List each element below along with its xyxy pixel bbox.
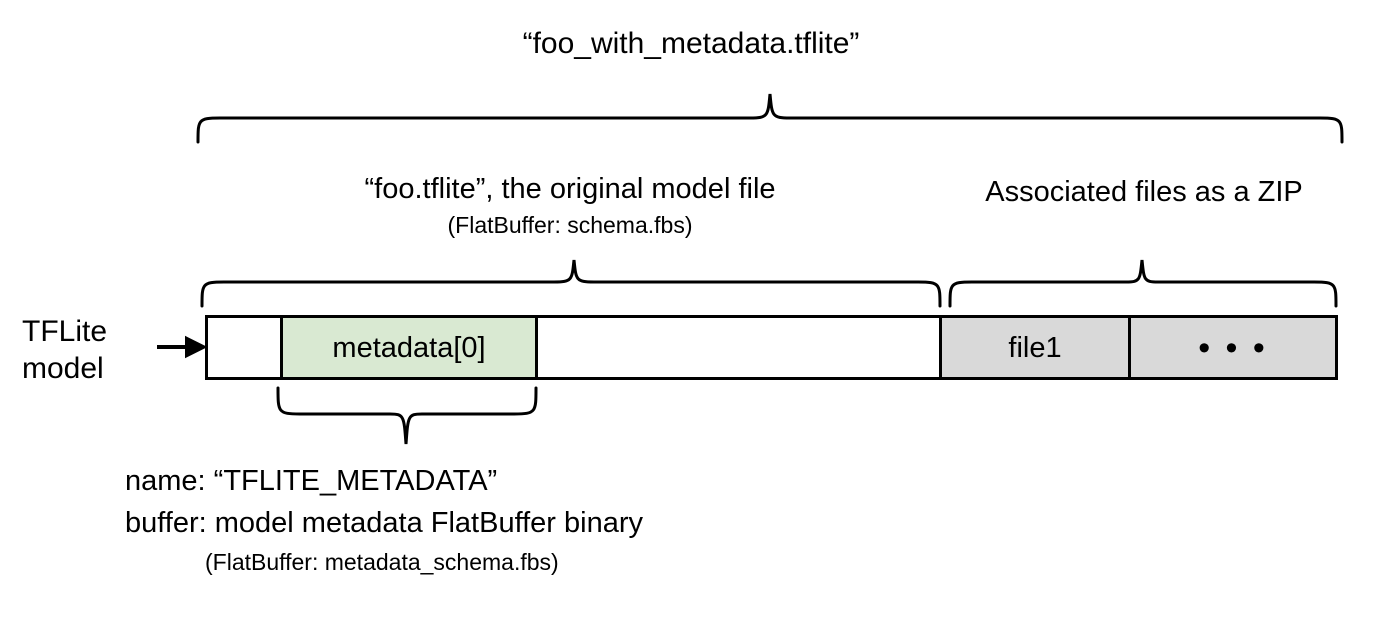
bar-cell-file1: file1 bbox=[939, 318, 1131, 377]
brace-zip-files bbox=[948, 259, 1338, 308]
model-file-label: “foo.tflite”, the original model file bbox=[364, 173, 776, 205]
tflite-model-label-line2: model bbox=[22, 352, 104, 385]
metadata-detail-buffer: buffer: model metadata FlatBuffer binary bbox=[125, 507, 643, 539]
bar-cell-model-body bbox=[538, 318, 939, 377]
arrow-right-icon bbox=[157, 335, 207, 359]
model-file-sublabel: (FlatBuffer: schema.fbs) bbox=[447, 212, 693, 238]
zip-label: Associated files as a ZIP bbox=[985, 176, 1303, 208]
bar-cell-more-files: • • • bbox=[1131, 318, 1335, 377]
tflite-model-label: TFLite model bbox=[22, 313, 172, 387]
tflite-model-bar: metadata[0] file1 • • • bbox=[205, 315, 1338, 380]
metadata-detail-schema: (FlatBuffer: metadata_schema.fbs) bbox=[205, 549, 559, 575]
tflite-model-label-line1: TFLite bbox=[22, 315, 108, 348]
brace-metadata-detail bbox=[276, 386, 538, 445]
bar-cell-leading-pad bbox=[208, 318, 280, 377]
bar-cell-metadata: metadata[0] bbox=[280, 318, 538, 377]
metadata-detail-name: name: “TFLITE_METADATA” bbox=[125, 465, 498, 497]
brace-model-file bbox=[200, 259, 942, 308]
brace-whole-file bbox=[196, 93, 1344, 144]
page-title: “foo_with_metadata.tflite” bbox=[522, 27, 860, 60]
